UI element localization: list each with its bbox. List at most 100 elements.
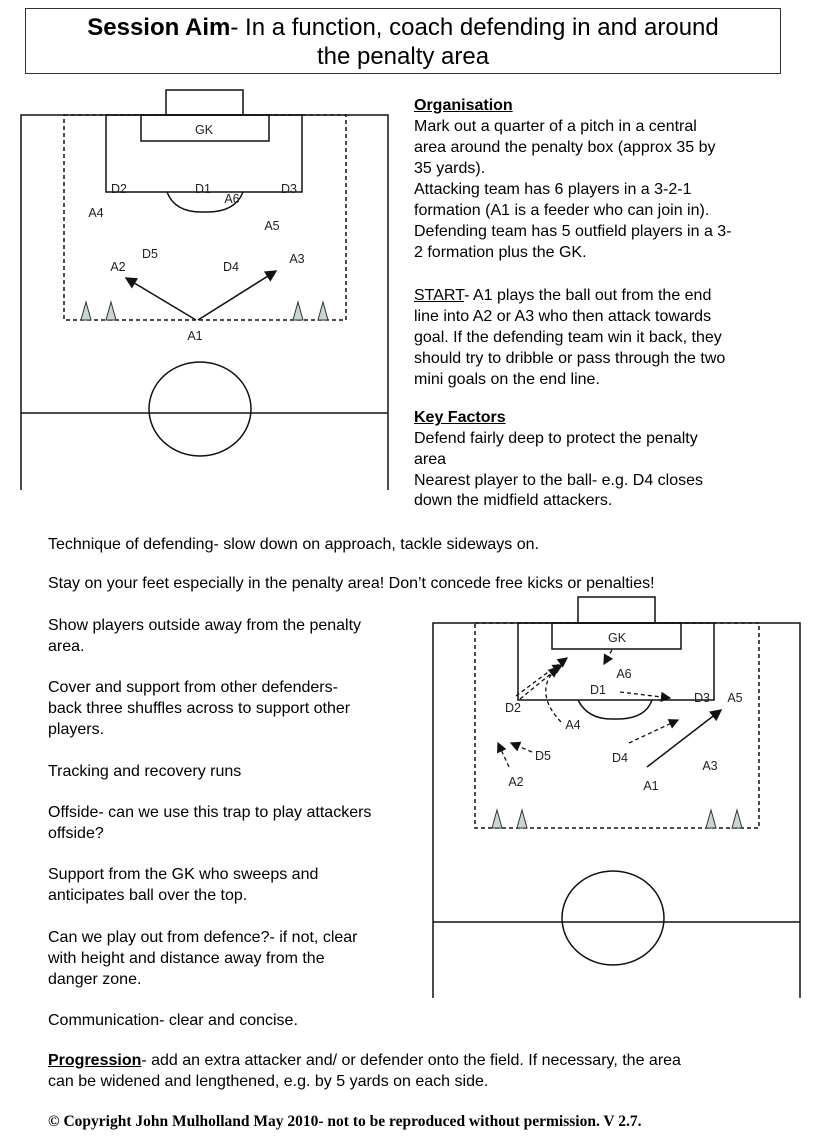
text-span: area (414, 451, 447, 468)
coaching-point-line: back three shuffles across to support ot… (48, 699, 350, 719)
penalty-arc (166, 191, 244, 213)
player-label: D1 (195, 182, 211, 196)
text-span: players. (48, 721, 105, 738)
pitch-diagram-1 (20, 89, 389, 490)
movement-arrow (545, 664, 564, 723)
cone-icon (292, 300, 304, 321)
start-label: START (414, 287, 465, 304)
centre-circle (561, 870, 665, 966)
player-label: A1 (187, 329, 202, 343)
text-span: goal. If the defending team win it back,… (414, 329, 722, 346)
text-span: Communication- clear and concise. (48, 1012, 298, 1029)
coaching-point-line: Communication- clear and concise. (48, 1011, 298, 1031)
pass-arrow (124, 277, 197, 321)
organisation-line: formation (A1 is a feeder who can join i… (414, 201, 709, 221)
organisation-line: area around the penalty box (approx 35 b… (414, 138, 716, 158)
player-label: A5 (727, 691, 742, 705)
player-label: A2 (110, 260, 125, 274)
centre-circle (148, 361, 252, 457)
start-line: mini goals on the end line. (414, 370, 600, 390)
title-line-1: Session Aim- In a function, coach defend… (26, 13, 780, 42)
player-label: D1 (590, 683, 606, 697)
movement-arrow (509, 741, 533, 753)
player-label: D3 (694, 691, 710, 705)
movement-arrow (619, 691, 672, 703)
player-label: A6 (224, 192, 239, 206)
player-label: D2 (111, 182, 127, 196)
coaching-point-line: Tracking and recovery runs (48, 762, 241, 782)
title-line-2: the penalty area (316, 43, 490, 70)
text-span: with height and distance away from the (48, 950, 325, 967)
key-factors-heading: Key Factors (414, 409, 506, 426)
player-label: D5 (142, 247, 158, 261)
coaching-point-line: danger zone. (48, 970, 141, 990)
key-factor-line: Nearest player to the ball- e.g. D4 clos… (414, 471, 703, 491)
player-label: A1 (643, 779, 658, 793)
pitch-diagram-2 (432, 596, 801, 998)
text-span: 35 yards). (414, 160, 486, 177)
player-label: D3 (281, 182, 297, 196)
text-span: Tracking and recovery runs (48, 763, 242, 780)
cone-icon (705, 808, 717, 829)
key-factor-line: area (414, 450, 446, 470)
title-rest: - In a function, coach defending in and … (230, 14, 719, 41)
text-span: Attacking team has 6 players in a 3-2-1 (414, 181, 692, 198)
goal (165, 89, 244, 116)
start-line: START- A1 plays the ball out from the en… (414, 286, 711, 306)
text-span: Technique of defending- slow down on app… (48, 536, 539, 553)
movement-arrow (628, 719, 680, 744)
cone-icon (516, 808, 528, 829)
player-label: A6 (616, 667, 631, 681)
text-span: can be widened and lengthened, e.g. by 5… (48, 1073, 489, 1090)
start-line: goal. If the defending team win it back,… (414, 328, 722, 348)
text-span: area around the penalty box (approx 35 b… (414, 139, 716, 156)
organisation-line: Mark out a quarter of a pitch in a centr… (414, 117, 697, 137)
player-label: GK (608, 631, 627, 645)
text-span: Mark out a quarter of a pitch in a centr… (414, 118, 697, 135)
cone-icon (80, 300, 92, 321)
progression-label: Progression (48, 1052, 142, 1069)
practice-area (63, 114, 347, 321)
coaching-point-line: anticipates ball over the top. (48, 886, 247, 906)
movement-arrow (515, 657, 569, 697)
text-span: Defending team has 5 outfield players in… (414, 223, 732, 240)
coaching-point-line: area. (48, 637, 84, 657)
cone-icon (491, 808, 503, 829)
coaching-point-line: offside? (48, 824, 104, 844)
progression-line: can be widened and lengthened, e.g. by 5… (48, 1072, 488, 1092)
player-labels-2: GK A6 D1 D3 A5 D2 A4 D5 D4 A3 A2 A1 (505, 631, 743, 793)
text-span: Defend fairly deep to protect the penalt… (414, 430, 698, 447)
text-span: Nearest player to the ball- e.g. D4 clos… (414, 472, 704, 489)
coaching-point-line: with height and distance away from the (48, 949, 325, 969)
goal (577, 596, 656, 624)
text-span: - A1 plays the ball out from the end (464, 287, 712, 304)
text-span: area. (48, 638, 85, 655)
text-span: 2 formation plus the GK. (414, 244, 587, 261)
player-label: A4 (565, 718, 580, 732)
text-span: danger zone. (48, 971, 142, 988)
cone-icon (317, 300, 329, 321)
key-factor-line: down the midfield attackers. (414, 491, 612, 511)
text-span: formation (A1 is a feeder who can join i… (414, 202, 710, 219)
penalty-arc (577, 699, 653, 720)
text-span: Show players outside away from the penal… (48, 617, 362, 634)
section-heading: Key Factors (414, 408, 506, 428)
player-label: A4 (88, 206, 103, 220)
cone-icon (731, 808, 743, 829)
player-label: D2 (505, 701, 521, 715)
start-line: line into A2 or A3 who then attack towar… (414, 307, 711, 327)
coaching-point-line: players. (48, 720, 104, 740)
text-span: offside? (48, 825, 104, 842)
text-span: Offside- can we use this trap to play at… (48, 804, 372, 821)
text-span: back three shuffles across to support ot… (48, 700, 351, 717)
cone-icon (105, 300, 117, 321)
section-heading: Organisation (414, 96, 513, 116)
coaching-point-line: Offside- can we use this trap to play at… (48, 803, 371, 823)
player-label: A5 (264, 219, 279, 233)
organisation-line: 35 yards). (414, 159, 485, 179)
practice-area (474, 622, 760, 829)
player-label: D5 (535, 749, 551, 763)
text-span: Support from the GK who sweeps and (48, 866, 319, 883)
organisation-heading: Organisation (414, 97, 513, 114)
text-span: mini goals on the end line. (414, 371, 600, 388)
